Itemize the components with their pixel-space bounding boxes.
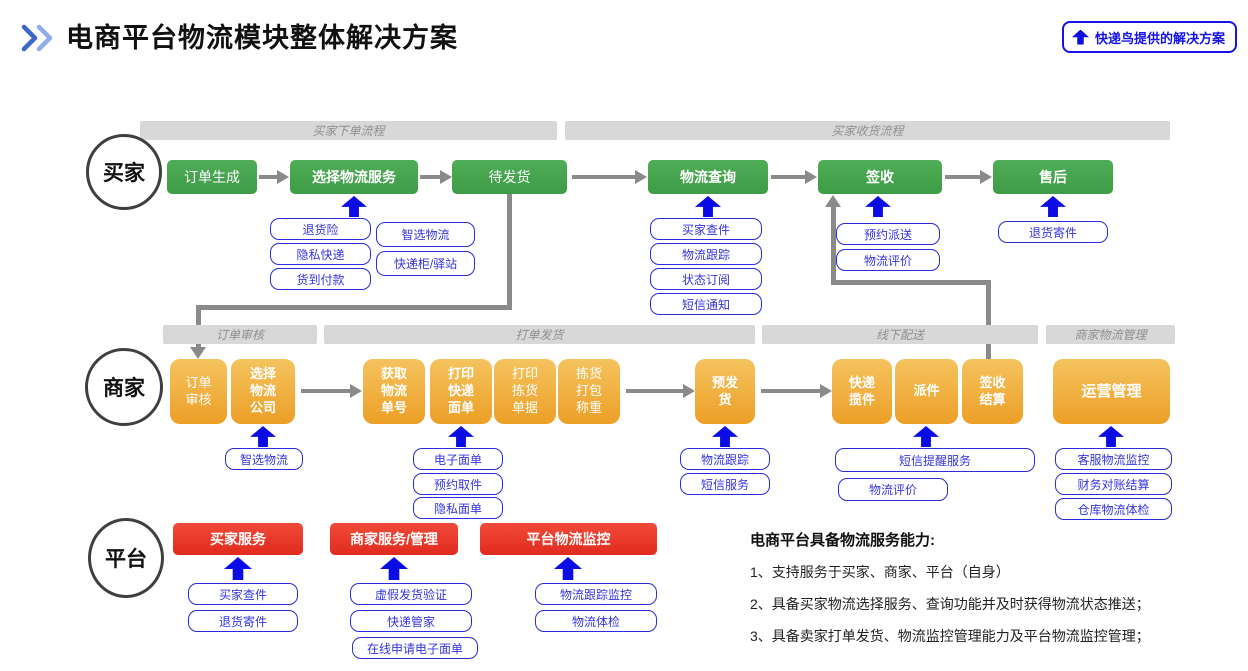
capability-box: 智选物流 <box>225 448 303 470</box>
capability-box: 隐私面单 <box>413 497 503 519</box>
capability-box: 物流跟踪 <box>650 243 762 265</box>
node-select-company: 选择 物流 公司 <box>231 359 295 424</box>
capability-box: 状态订阅 <box>650 268 762 290</box>
capability-box: 仓库物流体检 <box>1055 498 1172 520</box>
node-to-ship: 待发货 <box>452 160 567 194</box>
capability-box: 货到付款 <box>270 268 371 290</box>
connector-settle-sign-h <box>831 280 991 285</box>
capability-box: 智选物流 <box>376 222 475 247</box>
node-after-sale: 售后 <box>993 160 1113 194</box>
flow-arrow-icon <box>301 384 362 398</box>
note-item: 3、具备卖家打单发货、物流监控管理能力及平台物流监控管理； <box>750 628 1150 644</box>
flow-arrow-icon <box>945 170 992 184</box>
capability-box: 退货寄件 <box>188 610 298 632</box>
kdn-up-arrow-icon <box>250 426 276 447</box>
capability-box: 电子面单 <box>413 448 503 470</box>
capability-box: 买家查件 <box>650 218 762 240</box>
connector-settle-sign-v2 <box>831 206 836 282</box>
capability-box: 退货险 <box>270 218 371 240</box>
capability-box: 快递柜/驿站 <box>376 251 475 276</box>
kdn-up-arrow-icon <box>865 196 891 217</box>
flow-arrow-icon <box>420 170 452 184</box>
capability-box: 快递管家 <box>350 610 472 632</box>
lane-circle-merchant: 商家 <box>85 348 163 426</box>
capability-box: 短信通知 <box>650 293 762 315</box>
node-order-review: 订单 审核 <box>170 359 227 424</box>
kdn-up-arrow-icon <box>224 557 252 580</box>
note-item: 1、支持服务于买家、商家、平台（自身） <box>750 564 1010 580</box>
flow-arrow-icon <box>761 384 832 398</box>
capability-box: 预约取件 <box>413 473 503 495</box>
stage-header-order-review: 订单审核 <box>163 325 317 344</box>
capability-box: 短信服务 <box>680 473 770 495</box>
notes-heading: 电商平台具备物流服务能力: <box>750 532 935 549</box>
capability-box: 虚假发货验证 <box>350 583 472 605</box>
node-courier-pickup: 快递 揽件 <box>832 359 892 424</box>
capability-box: 买家查件 <box>188 583 298 605</box>
lane-circle-buyer: 买家 <box>86 134 162 210</box>
stage-header-buyer-receive: 买家收货流程 <box>565 121 1170 140</box>
node-platform-monitor: 平台物流监控 <box>480 523 657 555</box>
connector-settle-sign-v1 <box>986 280 991 359</box>
kdn-up-arrow-icon <box>380 557 408 580</box>
connector-toship-review-h <box>196 305 512 310</box>
kdn-up-arrow-icon <box>448 426 474 447</box>
kdn-up-arrow-icon <box>695 196 721 217</box>
capability-box: 物流体检 <box>535 610 657 632</box>
kdn-up-arrow-icon <box>341 196 367 217</box>
node-select-service: 选择物流服务 <box>290 160 418 194</box>
flow-arrow-icon <box>771 170 817 184</box>
kdn-up-arrow-icon <box>1098 426 1124 447</box>
flow-arrow-icon <box>572 170 647 184</box>
kdn-up-arrow-icon <box>712 426 738 447</box>
connector-toship-review-v1 <box>507 192 512 307</box>
stage-header-buyer-order: 买家下单流程 <box>140 121 557 140</box>
flow-arrow-icon <box>626 384 695 398</box>
node-print-waybill: 打印 快递 面单 <box>430 359 492 424</box>
node-sign: 签收 <box>818 160 942 194</box>
capability-box: 短信提醒服务 <box>835 448 1035 472</box>
note-item: 2、具备买家物流选择服务、查询功能并及时获得物流状态推送； <box>750 596 1150 612</box>
stage-header-print-ship: 打单发货 <box>324 325 755 344</box>
capability-box: 物流评价 <box>836 249 940 271</box>
legend-label: 快递鸟提供的解决方案 <box>1094 30 1225 46</box>
kdn-up-arrow-icon <box>1040 196 1066 217</box>
connector-arrowhead-down-icon <box>190 347 206 359</box>
node-pre-ship: 预发 货 <box>695 359 755 424</box>
node-pick-pack-weigh: 拣货 打包 称重 <box>558 359 620 424</box>
capability-box: 预约派送 <box>836 223 940 245</box>
node-merchant-service: 商家服务/管理 <box>330 523 458 555</box>
flow-arrow-icon <box>259 170 289 184</box>
page-title: 电商平台物流模块整体解决方案 <box>66 23 458 53</box>
solution-legend-badge: 快递鸟提供的解决方案 <box>1061 21 1237 53</box>
capability-box: 物流跟踪监控 <box>535 583 657 605</box>
capability-box: 客服物流监控 <box>1055 448 1172 470</box>
capability-box: 在线申请电子面单 <box>352 637 478 659</box>
capability-box: 物流评价 <box>838 478 948 501</box>
node-order-create: 订单生成 <box>167 160 257 194</box>
up-arrow-icon <box>1071 29 1089 45</box>
connector-arrowhead-up-icon <box>825 195 841 207</box>
kdn-up-arrow-icon <box>554 557 582 580</box>
capability-box: 隐私快递 <box>270 243 371 265</box>
node-deliver: 派件 <box>895 359 958 424</box>
double-chevron-right-icon <box>20 24 58 57</box>
node-get-tracking-number: 获取 物流 单号 <box>363 359 425 424</box>
stage-header-merchant-manage: 商家物流管理 <box>1046 325 1175 344</box>
capability-box: 退货寄件 <box>998 221 1108 243</box>
node-sign-settle: 签收 结算 <box>962 359 1023 424</box>
kdn-up-arrow-icon <box>913 426 939 447</box>
stage-header-offline-delivery: 线下配送 <box>762 325 1038 344</box>
node-logistics-query: 物流查询 <box>648 160 768 194</box>
node-operation-manage: 运营管理 <box>1053 359 1170 424</box>
node-buyer-service: 买家服务 <box>173 523 303 555</box>
capability-box: 财务对账结算 <box>1055 473 1172 495</box>
capability-box: 物流跟踪 <box>680 448 770 470</box>
lane-circle-platform: 平台 <box>88 518 164 598</box>
node-print-picking: 打印 拣货 单据 <box>494 359 556 424</box>
capability-notes: 电商平台具备物流服务能力: 1、支持服务于买家、商家、平台（自身） 2、具备买家… <box>750 529 1245 646</box>
